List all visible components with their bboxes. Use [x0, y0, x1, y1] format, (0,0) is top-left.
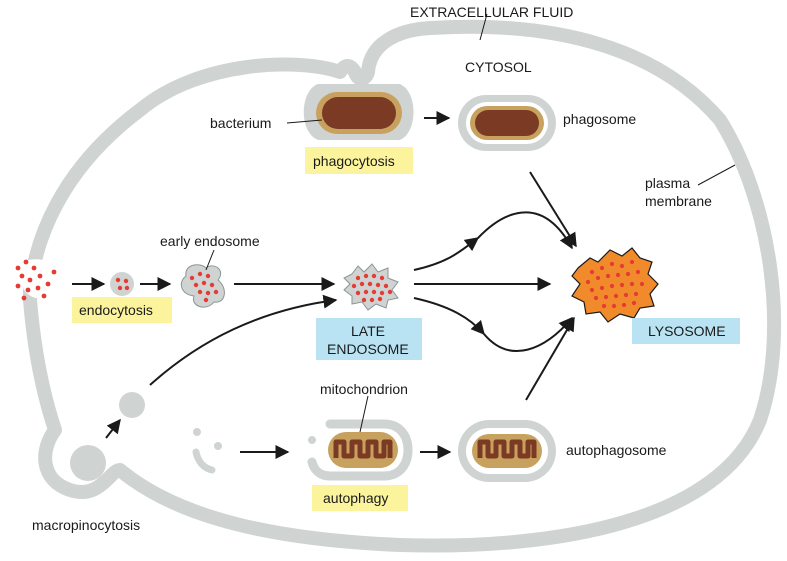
phagocytic-cup: [303, 84, 414, 140]
late-endosome: [343, 263, 399, 311]
arrow-upper-to-lysosome: [477, 211, 573, 250]
lysosome-label: LYSOSOME: [648, 323, 726, 339]
membrane-leader: [697, 164, 736, 186]
macropinocytic-bud: [70, 445, 106, 481]
late-label: LATE: [351, 323, 385, 339]
autophagy-label: autophagy: [323, 490, 388, 506]
membrane-fragments: [192, 428, 222, 474]
plasma-label: plasma: [645, 175, 690, 191]
extracellular-leader: [479, 13, 488, 41]
extracellular-fluid-label: EXTRACELLULAR FLUID: [410, 4, 573, 20]
bacterium: [322, 97, 396, 129]
bacterium-label: bacterium: [210, 115, 271, 131]
extracellular-cargo: [15, 259, 57, 301]
arrow-macropino-up: [105, 418, 121, 439]
endocytosis-box: [72, 297, 172, 323]
arrow-phagosome-to-lysosome: [529, 171, 577, 248]
autophagosome: [458, 420, 556, 482]
lysosome: [571, 247, 659, 323]
mitochondrion-leader: [359, 395, 369, 433]
lysosome-box: [632, 318, 740, 344]
phagosome-label: phagosome: [563, 111, 636, 127]
arrow-upper-branch: [413, 237, 480, 271]
macropinosome: [119, 392, 145, 418]
endosome-label: ENDOSOME: [327, 341, 409, 357]
autophagy-box: [312, 485, 408, 511]
autophagosome-label: autophagosome: [566, 442, 667, 458]
early-endosome: [180, 264, 225, 308]
cytosol-label: CYTOSOL: [465, 59, 532, 75]
isolation-membrane: [307, 419, 413, 481]
macropinocytosis-label: macropinocytosis: [32, 517, 140, 533]
arrow-lower-branch: [413, 297, 485, 336]
arrow-macropinosome-to-late-endosome: [149, 294, 338, 386]
mitochondrion-label: mitochondrion: [320, 381, 408, 397]
endocytosis-label: endocytosis: [79, 302, 153, 318]
arrow-lower-to-lysosome: [483, 316, 573, 352]
phagosome: [458, 95, 556, 151]
arrow-autophagosome-to-lysosome: [525, 316, 575, 401]
endocytic-vesicle: [110, 272, 134, 296]
phagocytosis-label: phagocytosis: [313, 153, 395, 169]
early-endosome-leader: [205, 249, 215, 271]
early-endosome-label: early endosome: [160, 233, 260, 249]
membrane-label: membrane: [645, 193, 712, 209]
late-endosome-box: [316, 318, 422, 360]
phagocytosis-box: [305, 147, 413, 174]
bacterium-leader: [286, 119, 323, 124]
